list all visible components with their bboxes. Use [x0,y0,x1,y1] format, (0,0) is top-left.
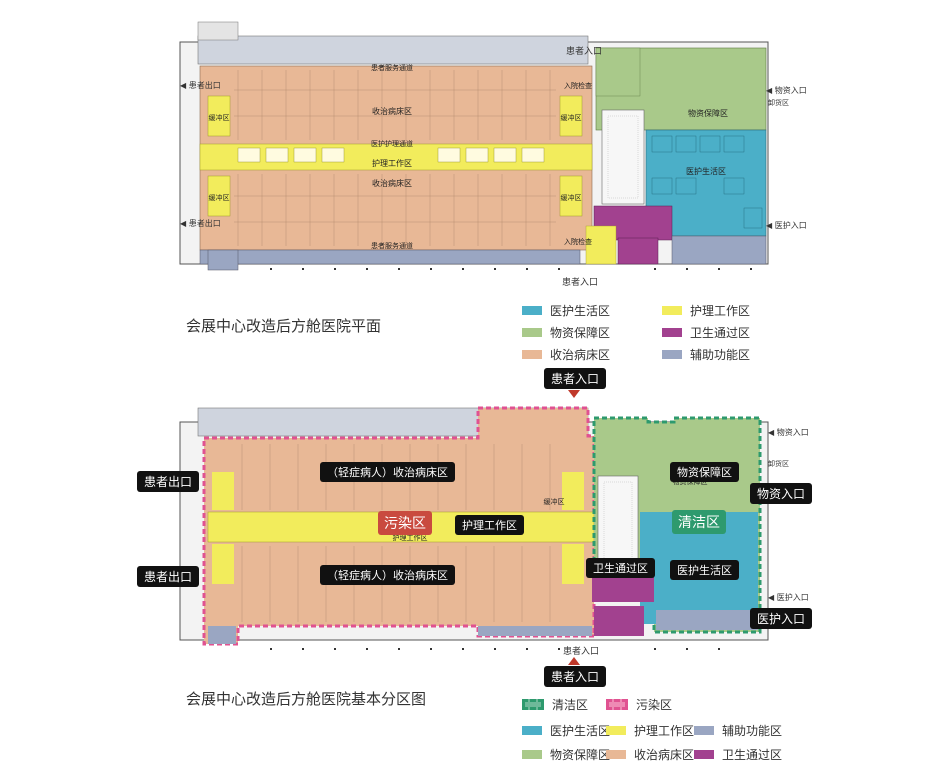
p2-patient-entry-bottom: 患者入口 [544,666,607,687]
hall-label-1: 入院检查 [564,81,592,90]
legend-2: 清洁区 污染区 医护生活区 护理工作区 辅助功能区 物资保障区 收治病床区 卫生… [522,696,822,766]
legend-swatch [522,350,542,359]
legend-1: 医护生活区 护理工作区 物资保障区 卫生通过区 收治病床区 辅助功能区 [522,302,802,366]
floor-plan-1: 收治病床区 收治病床区 护理工作区 医护护理通道 患者服务通道 患者服务通道 物… [178,18,778,288]
aux-zone-bottom [199,249,581,265]
p2-ward-bottom: （轻症病人）收治病床区 [320,565,455,585]
p1-entry-bottom: 患者入口 [562,278,599,288]
legend-swatch [694,726,714,735]
p2-staff-entry-small: ◀ 医护入口 [768,593,809,602]
hall-label-2: 入院检查 [564,237,592,246]
p2-nursing-sub: 护理工作区 [393,533,428,542]
buffer-label-2: 缓冲区 [209,193,230,202]
legend-swatch [662,328,682,337]
p1-staff-entry: ◀ 医护入口 [766,221,807,230]
p1-exit-top: ◀ 患者出口 [180,81,221,90]
p2-exit-bottom: 患者出口 [137,566,200,587]
legend-swatch [522,750,542,759]
p1-entry-top: 患者入口 [566,47,603,57]
legend-swatch [522,306,542,315]
p2-supply: 物资保障区 [670,462,739,482]
p2-contaminated: 污染区 [378,511,432,535]
legend-swatch [662,306,682,315]
supply-zone-label: 物资保障区 [688,108,728,118]
p2-patient-entry-small: 患者入口 [563,647,600,657]
legend-swatch [522,328,542,337]
ward-label-top: 收治病床区 [372,106,412,116]
p1-supply-entry: ◀ 物资入口 [766,86,807,95]
legend-swatch [522,699,544,710]
p2-clean: 清洁区 [672,510,726,534]
entry-arrow-top [568,390,580,398]
p1-unload: 卸货区 [768,99,789,107]
legend-swatch [662,350,682,359]
legend-swatch [522,726,542,735]
entry-arrow-bottom [568,657,580,665]
staff-zone-label: 医护生活区 [686,166,726,176]
p2-nursing: 护理工作区 [455,515,524,535]
p1-exit-bottom: ◀ 患者出口 [180,219,221,228]
p2-staff: 医护生活区 [670,560,739,580]
p2-supply-entry-small: ◀ 物资入口 [768,428,809,437]
legend-swatch [694,750,714,759]
buffer-label-4: 缓冲区 [561,193,582,202]
ward-label-bottom: 收治病床区 [372,178,412,188]
legend-swatch [606,726,626,735]
p2-buffer-label: 缓冲区 [544,497,565,506]
plan1-title: 会展中心改造后方舱医院平面 [186,317,382,335]
aux-zone-top [197,35,589,65]
nursing-label: 护理工作区 [372,158,412,168]
legend-swatch [606,699,628,710]
p2-exit-top: 患者出口 [137,471,200,492]
p2-ward-top: （轻症病人）收治病床区 [320,462,455,482]
patient-channel-label-top: 患者服务通道 [371,63,413,72]
buffer-label-3: 缓冲区 [561,113,582,122]
plan2-title: 会展中心改造后方舱医院基本分区图 [186,690,427,708]
nurse-channel-label: 医护护理通道 [371,139,413,148]
buffer-label-1: 缓冲区 [209,113,230,122]
legend-swatch [606,750,626,759]
p2-sanitary: 卫生通过区 [586,558,655,578]
patient-channel-label-bottom: 患者服务通道 [371,241,413,250]
p2-unload: 卸货区 [768,460,789,468]
p2-supply-entry: 物资入口 [750,483,813,504]
p2-staff-entry: 医护入口 [750,608,813,629]
p2-patient-entry-top: 患者入口 [544,368,607,389]
